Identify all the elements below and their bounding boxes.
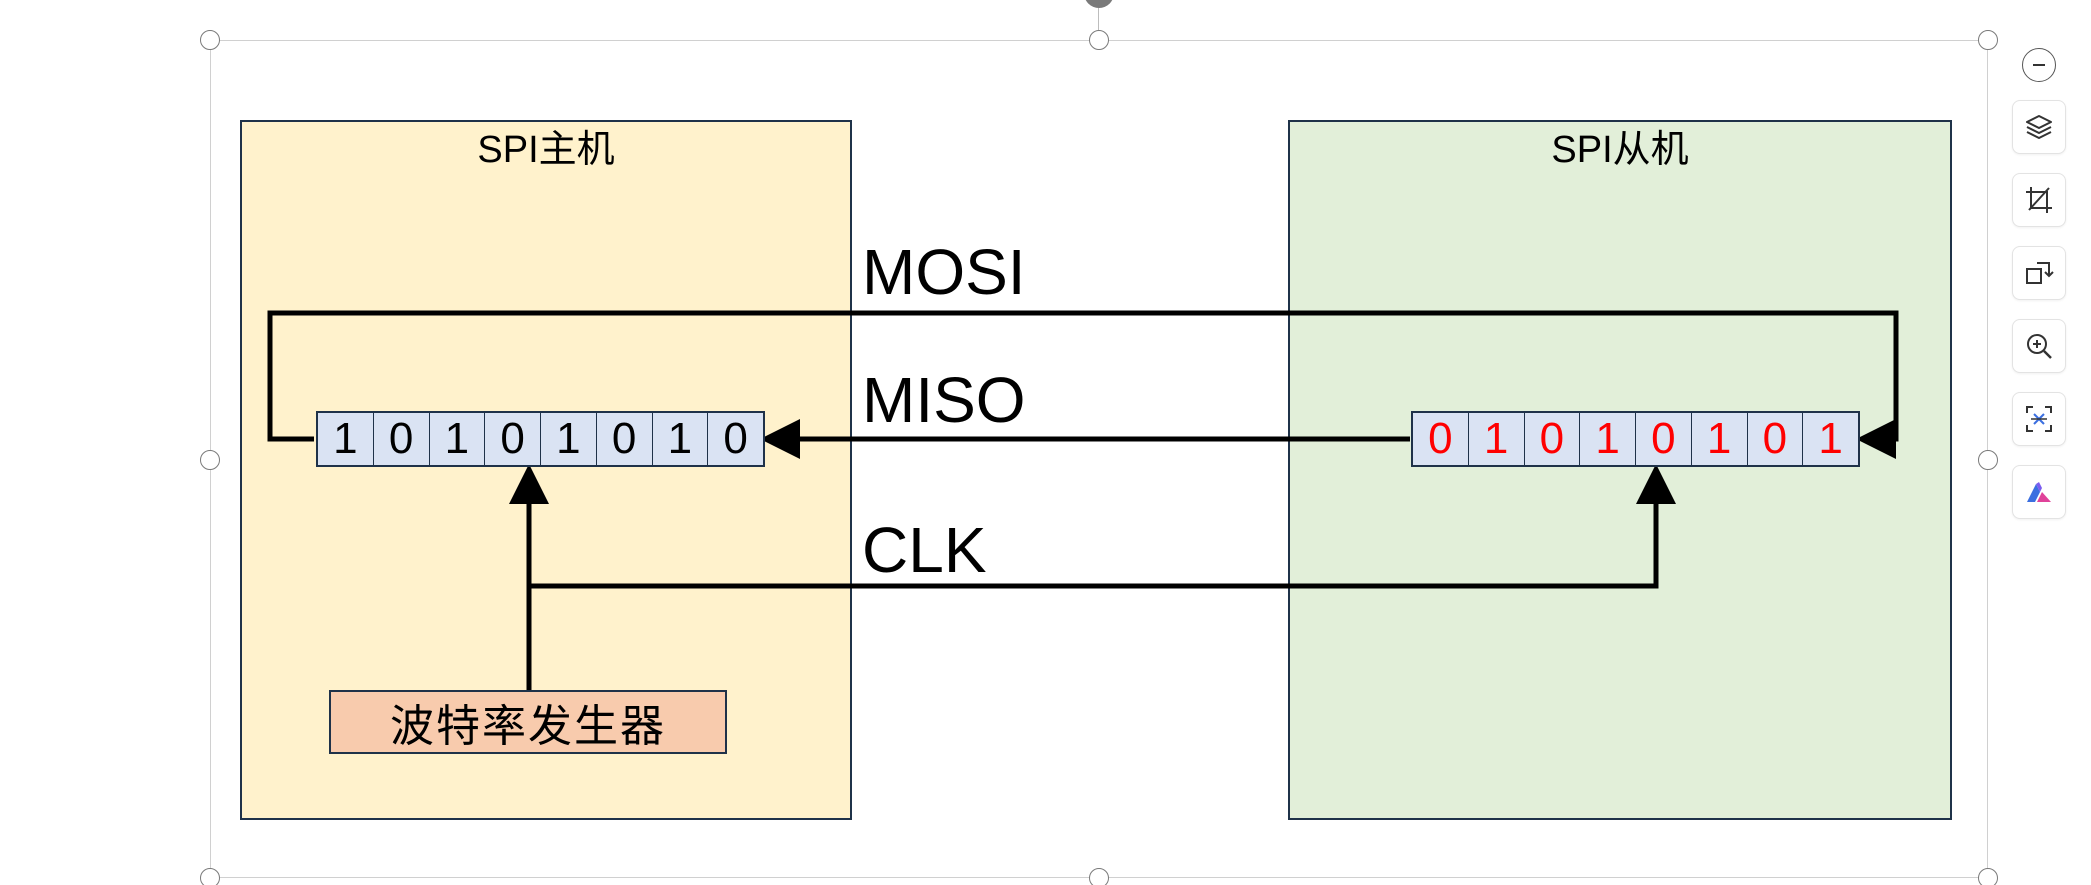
spi-slave-title: SPI从机 xyxy=(1551,129,1689,171)
clk-label: CLK xyxy=(862,514,987,586)
layers-button[interactable] xyxy=(2012,100,2066,154)
zoom-in-button[interactable] xyxy=(2012,319,2066,373)
rotate-stem xyxy=(1098,8,1099,30)
resize-handle-right[interactable] xyxy=(1978,450,1998,470)
register-bit: 0 xyxy=(374,413,430,465)
master-shift-register: 1 0 1 0 1 0 1 0 xyxy=(316,411,765,467)
register-bit: 1 xyxy=(318,413,374,465)
crop-icon xyxy=(2026,187,2052,213)
register-bit: 1 xyxy=(1580,413,1636,465)
zoom-in-icon xyxy=(2027,334,2052,359)
resize-handle-top-left[interactable] xyxy=(200,30,220,50)
register-bit: 1 xyxy=(1692,413,1748,465)
resize-handle-top-right[interactable] xyxy=(1978,30,1998,50)
extract-text-button[interactable] xyxy=(2012,392,2066,446)
register-bit: 1 xyxy=(1469,413,1525,465)
resize-handle-top[interactable] xyxy=(1089,30,1109,50)
replace-image-icon xyxy=(2026,262,2054,284)
image-toolbar xyxy=(2012,42,2068,538)
crop-button[interactable] xyxy=(2012,173,2066,227)
register-bit: 1 xyxy=(541,413,597,465)
register-bit: 1 xyxy=(430,413,486,465)
clk-wire-slave xyxy=(529,464,1676,589)
register-bit: 0 xyxy=(723,414,748,463)
extract-text-icon xyxy=(2026,406,2052,432)
spi-slave-panel: SPI从机 xyxy=(1288,120,1952,820)
register-bit: 1 xyxy=(653,413,709,465)
spi-master-title: SPI主机 xyxy=(477,129,615,171)
layers-icon xyxy=(2026,115,2052,139)
resize-handle-bottom-right[interactable] xyxy=(1978,868,1998,885)
resize-handle-bottom[interactable] xyxy=(1089,868,1109,885)
register-bit: 0 xyxy=(1636,413,1692,465)
register-bit: 0 xyxy=(597,413,653,465)
rotate-handle[interactable] xyxy=(1084,0,1114,8)
ai-assistant-button[interactable] xyxy=(2012,465,2066,519)
resize-handle-bottom-left[interactable] xyxy=(200,868,220,885)
register-bit: 0 xyxy=(1748,413,1804,465)
zoom-out-button[interactable] xyxy=(2022,48,2056,82)
ai-assistant-icon xyxy=(2027,482,2051,502)
replace-image-button[interactable] xyxy=(2012,246,2066,300)
resize-handle-left[interactable] xyxy=(200,450,220,470)
mosi-wire xyxy=(267,310,1899,459)
mosi-label: MOSI xyxy=(862,236,1026,308)
miso-label: MISO xyxy=(862,364,1026,436)
register-bit: 1 xyxy=(1818,414,1843,463)
register-bit: 0 xyxy=(1525,413,1581,465)
zoom-out-icon xyxy=(2033,64,2045,66)
baud-rate-generator: 波特率发生器 xyxy=(329,690,727,754)
register-bit: 0 xyxy=(485,413,541,465)
slave-shift-register: 0 1 0 1 0 1 0 1 xyxy=(1411,411,1860,467)
register-bit: 0 xyxy=(1413,413,1469,465)
